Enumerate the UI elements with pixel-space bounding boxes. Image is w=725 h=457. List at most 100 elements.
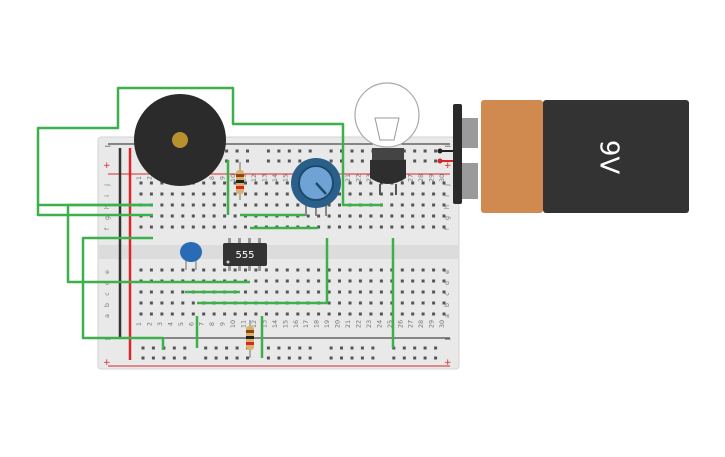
battery-9v[interactable]: 9V — [453, 100, 689, 213]
column-number: 27 — [407, 320, 415, 328]
column-number: 13 — [260, 320, 268, 328]
column-number: 22 — [354, 174, 362, 182]
row-letter-right: g — [443, 216, 451, 220]
potentiometer-indicator — [315, 182, 327, 195]
column-number: 13 — [260, 174, 268, 182]
battery-terminal-bottom — [462, 163, 478, 199]
piezo-buzzer[interactable] — [134, 94, 226, 186]
column-number: 10 — [229, 174, 237, 182]
ic-555-body — [223, 243, 267, 266]
column-number: 17 — [302, 320, 310, 328]
column-number: 28 — [417, 174, 425, 182]
rail-bottom-minus-label: − — [104, 335, 112, 345]
green-wires[interactable] — [36, 86, 395, 358]
column-number: 30 — [438, 320, 446, 328]
column-number: 23 — [365, 174, 373, 182]
column-number: 6 — [187, 322, 195, 326]
bulb-socket — [370, 160, 406, 184]
wire-left-outer[interactable] — [66, 203, 250, 284]
row-letter-right: h — [443, 205, 451, 209]
column-number: 21 — [344, 320, 352, 328]
column-number: 23 — [365, 320, 373, 328]
row-letter-right: d — [443, 281, 451, 285]
row-letter: j — [103, 184, 111, 187]
column-number: 22 — [354, 320, 362, 328]
column-number: 29 — [428, 320, 436, 328]
row-letter: g — [103, 216, 111, 220]
row-letter: e — [103, 270, 111, 274]
ic-555[interactable]: 555 — [223, 238, 267, 271]
rail-top-minus-label-right: − — [444, 142, 452, 152]
rail-top-plus-label: + — [103, 161, 111, 171]
capacitor-body — [180, 242, 202, 262]
row-letter-right: c — [443, 292, 451, 296]
column-number: 11 — [240, 320, 248, 328]
column-number: 14 — [271, 320, 279, 328]
resistor-top[interactable] — [236, 162, 244, 200]
battery-body — [543, 100, 689, 213]
row-letter: h — [103, 205, 111, 209]
column-number: 21 — [344, 174, 352, 182]
rail-bottom-plus-label: + — [103, 358, 111, 368]
rail-bottom-plus-label-right: + — [444, 358, 452, 368]
column-number: 20 — [334, 320, 342, 328]
row-letter: c — [103, 292, 111, 296]
column-number: 28 — [417, 320, 425, 328]
battery-label: 9V — [594, 140, 624, 175]
column-number: 27 — [407, 174, 415, 182]
resistor-bottom[interactable] — [246, 320, 254, 358]
column-number: 19 — [323, 320, 331, 328]
column-number: 12 — [250, 320, 258, 328]
column-number: 15 — [281, 320, 289, 328]
column-number: 3 — [156, 322, 164, 326]
row-letter-right: f — [443, 227, 451, 230]
column-number: 8 — [208, 322, 216, 326]
ceramic-capacitor[interactable] — [180, 242, 202, 270]
rail-top-plus-label-right: + — [444, 161, 452, 171]
battery-cap — [481, 100, 543, 213]
column-number: 16 — [292, 320, 300, 328]
column-number: 18 — [313, 320, 321, 328]
column-number: 15 — [281, 174, 289, 182]
breadboard-center-channel — [98, 245, 459, 259]
row-letter-right: a — [443, 314, 451, 318]
column-number: 1 — [135, 322, 143, 326]
wire-left-bottom[interactable] — [36, 205, 153, 217]
column-number: 26 — [396, 320, 404, 328]
column-number: 4 — [166, 322, 174, 326]
row-letter-right: i — [443, 195, 451, 197]
row-letter: i — [103, 195, 111, 197]
column-number: 9 — [219, 176, 227, 180]
bulb-filament — [374, 117, 400, 141]
wire-pot-to-c[interactable] — [197, 238, 329, 305]
column-number: 2 — [145, 322, 153, 326]
ic-555-label: 555 — [235, 250, 254, 261]
row-letter: f — [103, 227, 111, 230]
column-number: 14 — [271, 174, 279, 182]
rail-bottom-minus-label-right: − — [444, 335, 452, 345]
row-letter: b — [103, 303, 111, 307]
column-number: 30 — [438, 174, 446, 182]
rail-top-minus-label: − — [104, 142, 112, 152]
column-number: 12 — [250, 174, 258, 182]
column-number: 24 — [375, 320, 383, 328]
row-letter: a — [103, 314, 111, 318]
bulb-glass — [354, 82, 420, 148]
row-letter-right: e — [443, 270, 451, 274]
potentiometer[interactable] — [291, 158, 341, 216]
column-number: 10 — [229, 320, 237, 328]
battery-terminal-top — [462, 118, 478, 148]
row-letter-right: b — [443, 303, 451, 307]
battery-connector-clip — [453, 104, 462, 204]
bulb-socket-top — [372, 148, 404, 160]
column-number: 5 — [177, 322, 185, 326]
column-number: 29 — [428, 174, 436, 182]
buzzer-center — [172, 132, 188, 148]
column-number: 2 — [145, 176, 153, 180]
light-bulb[interactable] — [354, 82, 420, 195]
wire-buzzer-loop[interactable] — [36, 86, 383, 207]
wire-left-inner[interactable] — [81, 236, 165, 350]
column-number: 25 — [386, 320, 394, 328]
